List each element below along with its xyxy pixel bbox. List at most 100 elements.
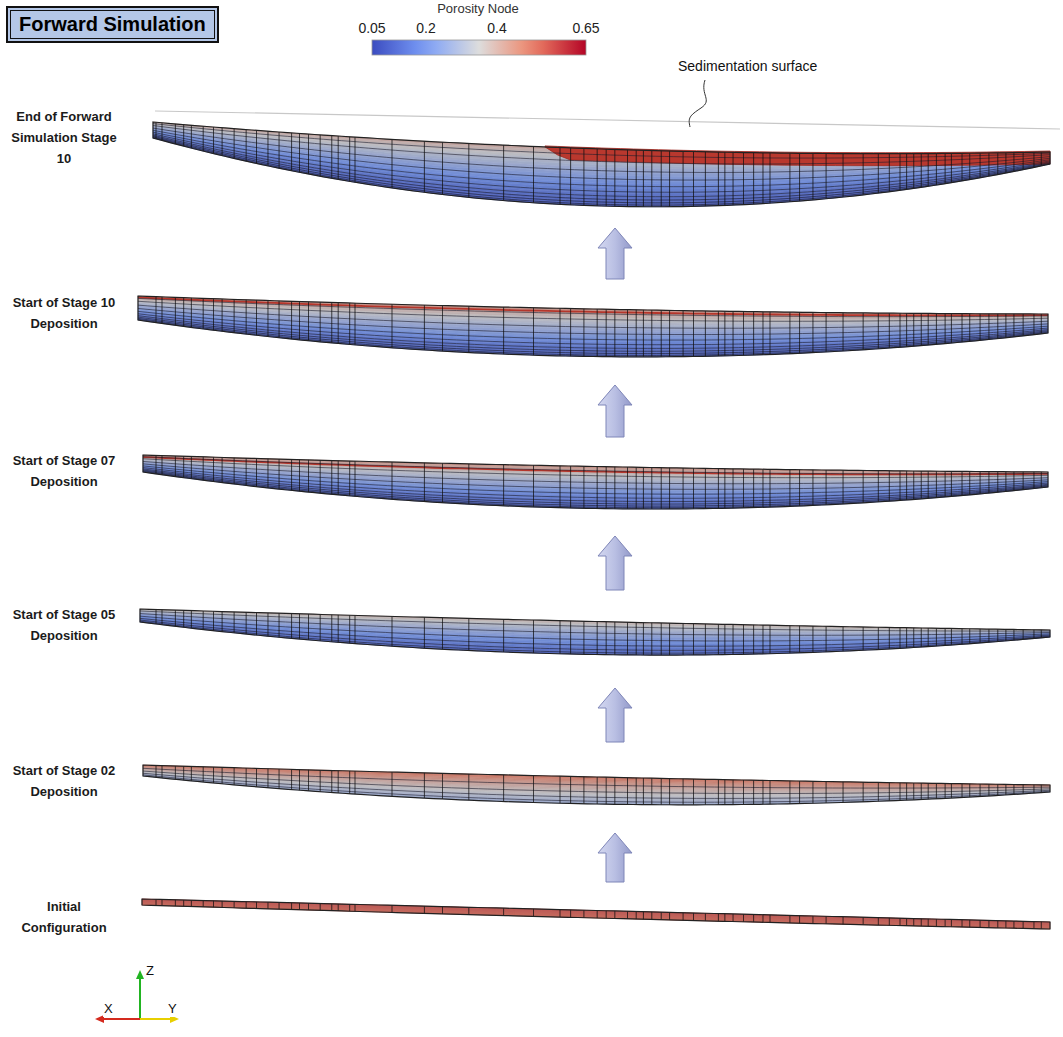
mesh-column (1041, 314, 1042, 334)
mesh-column (355, 461, 356, 496)
mesh-column (203, 298, 204, 329)
stage-arrow (598, 536, 632, 590)
mesh-column (997, 472, 998, 493)
mesh-column (222, 299, 223, 331)
mesh-column (320, 770, 321, 792)
mesh-column (597, 467, 598, 509)
mesh-column (503, 307, 504, 354)
mesh-column (299, 302, 300, 340)
mesh-column (246, 458, 247, 485)
stage-arrow (598, 833, 632, 882)
mesh-column (256, 613, 257, 636)
basin-slab (142, 899, 1050, 929)
mesh-column (162, 900, 163, 906)
mesh-column (928, 783, 929, 799)
mesh-column (213, 299, 214, 330)
layer-line (153, 130, 1050, 180)
mesh-column (156, 765, 157, 777)
mesh-column (733, 914, 734, 922)
mesh-column (1013, 921, 1014, 928)
mesh-column (951, 314, 952, 343)
mesh-column (203, 767, 204, 782)
mesh-column (718, 624, 719, 654)
mesh-column (762, 625, 763, 654)
mesh-column (969, 153, 970, 179)
mesh-column (936, 314, 937, 345)
mesh-column (733, 311, 734, 355)
mesh-column (843, 154, 844, 197)
mesh-column (203, 457, 204, 480)
basin-slab (143, 455, 1048, 509)
mesh-column (945, 471, 946, 497)
mesh-column (718, 469, 719, 509)
mesh-column (928, 628, 929, 646)
axis-arrow (100, 1018, 140, 1020)
mesh-column (962, 629, 963, 645)
layer-line (138, 301, 1048, 321)
porosity-band (142, 904, 1050, 928)
mesh-column (191, 457, 192, 479)
mesh-column (770, 312, 771, 355)
stage-arrow (598, 228, 632, 279)
mesh-column (753, 469, 754, 507)
mesh-column (299, 460, 300, 492)
mesh-column (256, 130, 257, 163)
mesh-column (980, 629, 981, 643)
mesh-column (799, 626, 800, 653)
mesh-column (246, 300, 247, 334)
mesh-column (503, 619, 504, 652)
mesh-column (320, 614, 321, 640)
mesh-column (213, 127, 214, 154)
mesh-column (643, 467, 644, 509)
mesh-column (889, 154, 890, 192)
mesh-column (162, 123, 163, 141)
mesh-column (583, 621, 584, 654)
mesh-column (962, 153, 963, 181)
mesh-column (962, 784, 963, 798)
mesh-column (1033, 785, 1034, 793)
mesh-column (997, 784, 998, 795)
mesh-column (812, 470, 813, 506)
layer-line (153, 132, 1050, 186)
mesh-column (705, 152, 706, 206)
mesh-column (246, 612, 247, 634)
mesh-column (1005, 472, 1006, 492)
mesh-column (627, 150, 628, 207)
tick-value: 0.05 (358, 20, 385, 36)
mesh-column (826, 782, 827, 803)
mesh-column (789, 153, 790, 202)
mesh-column (962, 920, 963, 927)
mesh-column (191, 611, 192, 629)
mesh-column (724, 469, 725, 509)
stage-label: Initial Configuration (4, 896, 124, 938)
mesh-column (349, 615, 350, 643)
mesh-column (175, 610, 176, 626)
porosity-band (142, 903, 1050, 927)
high-porosity-layer (138, 297, 1048, 315)
mesh-column (928, 919, 929, 926)
mesh-column (945, 919, 946, 926)
mesh-column (191, 766, 192, 780)
mesh-column (878, 154, 879, 193)
mesh-column (683, 779, 684, 805)
mesh-column (183, 298, 184, 327)
mesh-column (900, 471, 901, 501)
layer-line (153, 126, 1050, 164)
mesh-column (693, 624, 694, 655)
mesh-column (770, 781, 771, 805)
mesh-column (392, 304, 393, 348)
mesh-column (945, 153, 946, 183)
mesh-column (597, 777, 598, 804)
mesh-column (718, 780, 719, 805)
mesh-column (812, 312, 813, 352)
mesh-column (606, 911, 607, 919)
mesh-column (878, 627, 879, 649)
mesh-column (468, 464, 469, 504)
mesh-column (651, 468, 652, 509)
mesh-column (392, 772, 393, 796)
mesh-column (392, 462, 393, 499)
mesh-column (962, 471, 963, 495)
mesh-column (191, 900, 192, 906)
mesh-column (636, 467, 637, 509)
mesh-column (203, 611, 204, 630)
